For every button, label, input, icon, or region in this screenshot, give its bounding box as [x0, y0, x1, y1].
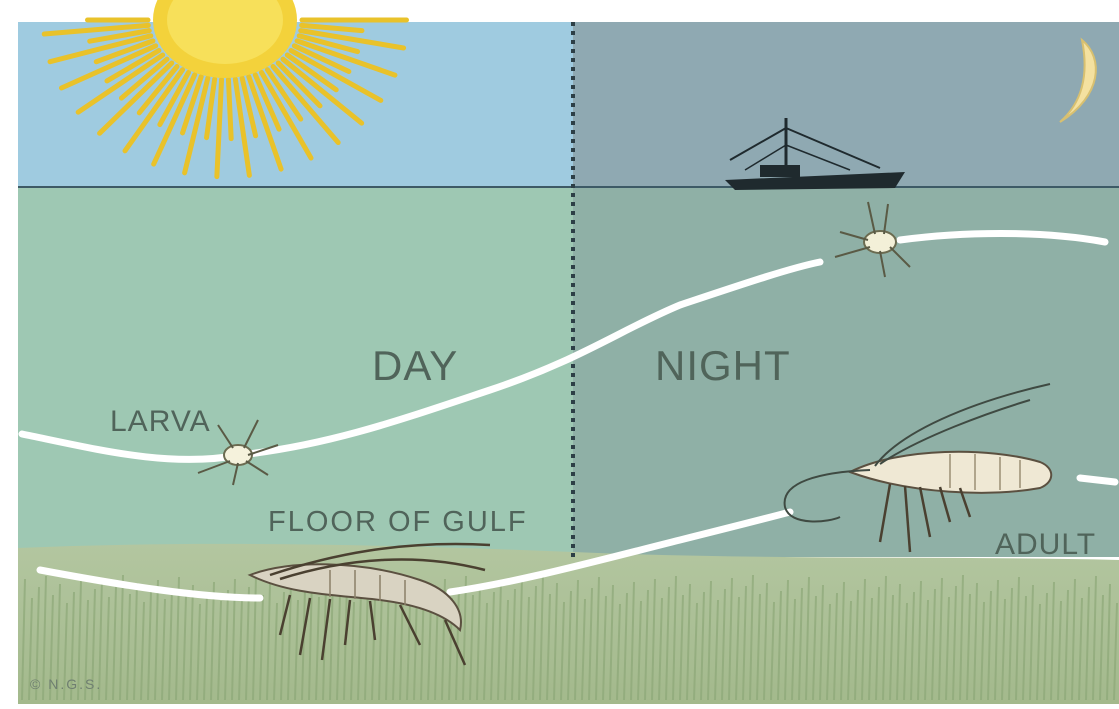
day-water — [18, 187, 573, 557]
copyright-mark: © N.G.S. — [30, 676, 102, 692]
adult-path — [1080, 478, 1115, 482]
label-adult: ADULT — [995, 528, 1096, 562]
label-day: DAY — [372, 342, 458, 390]
label-night: NIGHT — [655, 342, 791, 390]
night-sky — [573, 22, 1119, 187]
sun-ray — [228, 79, 231, 138]
label-larva: LARVA — [110, 405, 211, 439]
label-floor-of-gulf: FLOOR OF GULF — [268, 506, 528, 539]
